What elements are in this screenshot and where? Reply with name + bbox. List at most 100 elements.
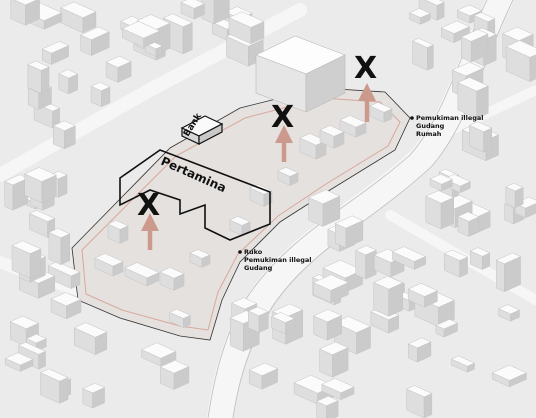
city-block xyxy=(451,62,484,77)
city-block xyxy=(182,22,193,55)
city-block xyxy=(457,77,489,92)
site-building xyxy=(159,267,185,279)
city-block xyxy=(505,40,536,58)
site-building xyxy=(339,115,367,128)
city-block xyxy=(450,355,476,367)
city-block xyxy=(60,233,71,266)
x-marker-north: X xyxy=(354,51,377,86)
city-block xyxy=(443,174,471,187)
site-building xyxy=(277,167,299,177)
city-block xyxy=(48,228,71,239)
site-building xyxy=(107,220,129,230)
city-block xyxy=(460,29,489,42)
site-building xyxy=(189,249,211,259)
site-building xyxy=(124,262,160,279)
city-block xyxy=(41,41,70,54)
annotation-north-line-3: Rumah xyxy=(416,130,442,138)
city-block xyxy=(457,211,480,222)
city-block xyxy=(308,189,341,205)
annotation-south-line-3: Gudang xyxy=(244,264,273,272)
city-block xyxy=(456,4,483,17)
city-block xyxy=(39,368,69,382)
city-block xyxy=(13,0,37,6)
annotation-north-line-2: Gudang xyxy=(416,122,445,130)
city-block xyxy=(180,0,206,9)
city-block xyxy=(495,252,522,265)
city-block xyxy=(423,393,433,418)
city-block xyxy=(313,309,343,323)
city-block xyxy=(483,127,493,153)
city-block xyxy=(355,250,366,280)
city-block xyxy=(497,304,521,315)
site-building xyxy=(369,102,393,113)
city-block xyxy=(429,173,453,185)
annotation-south-line-1: Ruko xyxy=(244,248,263,256)
city-block xyxy=(405,385,433,398)
city-block xyxy=(47,261,81,277)
city-block xyxy=(17,341,47,355)
city-block xyxy=(407,283,438,297)
city-block xyxy=(334,215,364,229)
city-block xyxy=(409,8,431,18)
relocation-arrows xyxy=(141,83,376,250)
annotation-north: Pemukiman illegal Gudang Rumah xyxy=(410,114,484,138)
city-block xyxy=(58,69,79,79)
city-block xyxy=(373,275,404,290)
city-block xyxy=(412,37,434,48)
city-block xyxy=(473,12,496,23)
city-block xyxy=(247,306,269,317)
city-block xyxy=(316,395,339,407)
annotation-dot xyxy=(238,250,242,254)
city-block xyxy=(248,362,279,376)
x-marker-south: X xyxy=(137,188,160,223)
x-marker-center: X xyxy=(271,100,294,135)
bank-building xyxy=(180,115,224,145)
city-block xyxy=(424,0,445,6)
city-block xyxy=(270,312,295,323)
city-block xyxy=(60,1,97,19)
city-block xyxy=(82,382,106,394)
annotation-north-line-1: Pemukiman illegal xyxy=(416,114,484,122)
city-block xyxy=(321,378,355,394)
site-inner-outline xyxy=(81,97,401,331)
city-block xyxy=(24,167,57,182)
city-block xyxy=(427,44,434,71)
city-block xyxy=(4,180,14,211)
city-block xyxy=(312,274,350,291)
city-block xyxy=(469,247,491,257)
city-block xyxy=(468,121,493,133)
city-block xyxy=(140,342,177,359)
pertamina-outline xyxy=(119,149,271,241)
annotation-south: Ruko Pemukiman illegal Gudang xyxy=(238,248,312,272)
city-block xyxy=(355,245,377,256)
city-block xyxy=(80,26,110,41)
city-block xyxy=(121,21,161,39)
city-block xyxy=(425,190,455,204)
site-building xyxy=(94,253,124,267)
city-block xyxy=(502,26,534,42)
city-block xyxy=(228,11,265,28)
annotation-dot xyxy=(410,116,414,120)
city-block xyxy=(11,240,42,254)
city-block xyxy=(27,60,50,71)
site-building xyxy=(229,216,251,226)
city-block xyxy=(333,316,372,333)
city-block xyxy=(407,337,432,349)
site-buildings xyxy=(94,102,393,291)
city-block xyxy=(29,248,42,279)
city-block xyxy=(440,20,471,34)
city-block xyxy=(435,319,459,330)
city-block xyxy=(59,377,69,404)
tower-building xyxy=(255,35,346,113)
city-block xyxy=(505,182,524,192)
city-block xyxy=(319,341,349,356)
city-block xyxy=(159,360,190,374)
city-block xyxy=(230,297,258,310)
city-block xyxy=(25,0,40,26)
city-block xyxy=(90,81,111,92)
city-block xyxy=(391,246,427,262)
city-block xyxy=(73,322,108,338)
annotation-south-line-2: Pemukiman illegal xyxy=(244,256,312,264)
city-block xyxy=(213,0,230,25)
city-block xyxy=(201,0,215,25)
